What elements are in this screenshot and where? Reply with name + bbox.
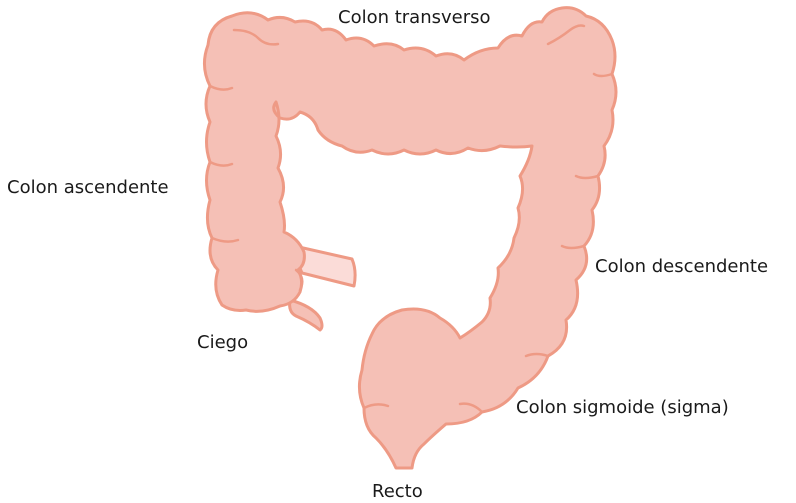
label-ciego: Ciego — [197, 332, 248, 354]
label-colon-descendente: Colon descendente — [595, 256, 768, 278]
label-colon-sigmoide: Colon sigmoide (sigma) — [516, 397, 729, 419]
ileum-tail-shape — [290, 300, 322, 330]
label-colon-transverso: Colon transverso — [338, 7, 491, 29]
label-recto: Recto — [372, 481, 423, 503]
label-colon-ascendente: Colon ascendente — [7, 177, 169, 199]
